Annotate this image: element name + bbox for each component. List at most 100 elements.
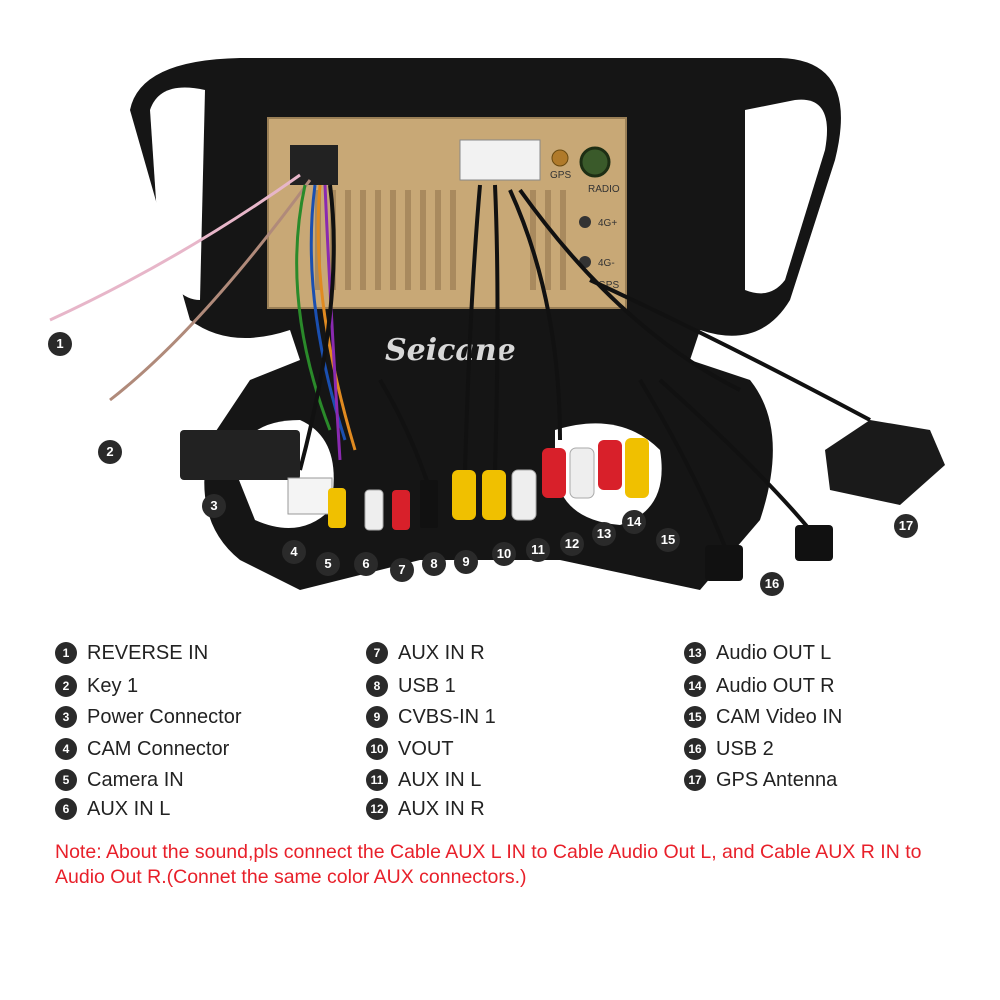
legend-num: 12 [366, 798, 388, 820]
legend-item-4: 4 CAM Connector [55, 736, 229, 762]
bezel-cutout-right [745, 99, 827, 294]
av-socket [459, 139, 541, 181]
legend-label: AUX IN R [398, 641, 485, 664]
legend-num: 2 [55, 675, 77, 697]
legend-num: 9 [366, 706, 388, 728]
legend-item-12: 12 AUX IN R [366, 796, 485, 822]
wiring-illustration: GPS RADIO 4G+ 4G- GPS Seicane [49, 58, 945, 590]
legend-label: VOUT [398, 737, 454, 760]
legend-label: USB 1 [398, 674, 456, 697]
legend-label: REVERSE IN [87, 641, 209, 664]
rca-plug-camera-in [328, 488, 346, 528]
four-g-port-1 [579, 216, 591, 228]
bezel-cutout-left [150, 87, 205, 300]
usb-2-socket-b [795, 525, 833, 561]
callout-13: 13 [592, 522, 616, 546]
legend-label: AUX IN L [398, 768, 482, 791]
cam-connector [287, 477, 333, 515]
legend-label: CVBS-IN 1 [398, 705, 496, 728]
callout-11: 11 [526, 538, 550, 562]
rca-jack-cvbs-in-1 [452, 470, 476, 520]
watermark: Seicane [385, 333, 516, 368]
callout-14: 14 [622, 510, 646, 534]
legend-item-8: 8 USB 1 [366, 673, 456, 699]
rca-jack-cam-video-in [625, 438, 649, 498]
four-g-port-1-label: 4G+ [598, 218, 617, 229]
callout-1: 1 [48, 332, 72, 356]
callout-9: 9 [454, 550, 478, 574]
gps-port-label: GPS [550, 170, 571, 181]
legend-item-17: 17 GPS Antenna [684, 767, 837, 793]
legend-item-3: 3 Power Connector [55, 704, 242, 730]
legend-num: 4 [55, 738, 77, 760]
wiring-diagram: GPS RADIO 4G+ 4G- GPS Seicane [48, 58, 945, 596]
rca-jack-vout [482, 470, 506, 520]
legend-num: 13 [684, 642, 706, 664]
legend-item-5: 5 Camera IN [55, 767, 184, 793]
legend-num: 7 [366, 642, 388, 664]
legend-item-10: 10 VOUT [366, 736, 454, 762]
legend-item-2: 2 Key 1 [55, 673, 138, 699]
legend-num: 1 [55, 642, 77, 664]
legend-num: 16 [684, 738, 706, 760]
callout-16: 16 [760, 572, 784, 596]
four-g-port-2-label: 4G- [598, 258, 615, 269]
legend-item-11: 11 AUX IN L [366, 767, 481, 793]
rca-plug-aux-in-l [364, 489, 384, 531]
legend: 1 REVERSE IN 2 Key 1 3 Power Connector 4… [0, 630, 1000, 830]
callout-5: 5 [316, 552, 340, 576]
legend-label: Camera IN [87, 768, 184, 791]
wiring-note: Note: About the sound,pls connect the Ca… [55, 841, 922, 888]
legend-item-6: 6 AUX IN L [55, 796, 170, 822]
gps-antenna [825, 420, 945, 505]
callout-10: 10 [492, 542, 516, 566]
legend-num: 17 [684, 769, 706, 791]
rca-plugs [328, 438, 833, 581]
callout-6: 6 [354, 552, 378, 576]
legend-label: Power Connector [87, 705, 242, 728]
legend-item-9: 9 CVBS-IN 1 [366, 704, 496, 730]
legend-num: 10 [366, 738, 388, 760]
radio-port [579, 146, 611, 178]
legend-label: AUX IN L [87, 797, 171, 820]
usb-2-socket-a [705, 545, 743, 581]
legend-num: 11 [366, 769, 388, 791]
legend-num: 3 [55, 706, 77, 728]
wire-bundle [49, 173, 871, 561]
legend-label: Key 1 [87, 674, 139, 697]
legend-label: CAM Connector [87, 737, 230, 760]
rca-jack-aux-in-l [511, 469, 537, 521]
usb-1-plug [420, 480, 438, 528]
rca-jack-aux-in-r [542, 448, 566, 498]
legend-num: 8 [366, 675, 388, 697]
legend-num: 15 [684, 706, 706, 728]
legend-item-1: 1 REVERSE IN [55, 640, 208, 666]
legend-item-14: 14 Audio OUT R [684, 673, 835, 699]
callout-2: 2 [98, 440, 122, 464]
callout-12: 12 [560, 532, 584, 556]
legend-label: Audio OUT L [716, 641, 832, 664]
legend-num: 14 [684, 675, 706, 697]
legend-item-7: 7 AUX IN R [366, 640, 485, 666]
callout-17: 17 [894, 514, 918, 538]
legend-item-16: 16 USB 2 [684, 736, 774, 762]
legend-item-15: 15 CAM Video IN [684, 704, 842, 730]
legend-label: GPS Antenna [716, 768, 838, 791]
callout-3: 3 [202, 494, 226, 518]
legend-item-13: 13 Audio OUT L [684, 640, 831, 666]
gps-port-2-label: GPS [598, 280, 619, 291]
callout-8: 8 [422, 552, 446, 576]
callout-7: 7 [390, 558, 414, 582]
legend-label: CAM Video IN [716, 705, 843, 728]
gps-port [551, 149, 569, 167]
legend-label: USB 2 [716, 737, 774, 760]
legend-label: AUX IN R [398, 797, 485, 820]
main-harness-socket [290, 145, 338, 185]
legend-label: Audio OUT R [716, 674, 835, 697]
legend-num: 6 [55, 798, 77, 820]
power-connector [180, 430, 300, 480]
radio-port-label: RADIO [588, 184, 620, 195]
legend-num: 5 [55, 769, 77, 791]
callout-15: 15 [656, 528, 680, 552]
rca-jack-audio-out-r [598, 440, 622, 490]
